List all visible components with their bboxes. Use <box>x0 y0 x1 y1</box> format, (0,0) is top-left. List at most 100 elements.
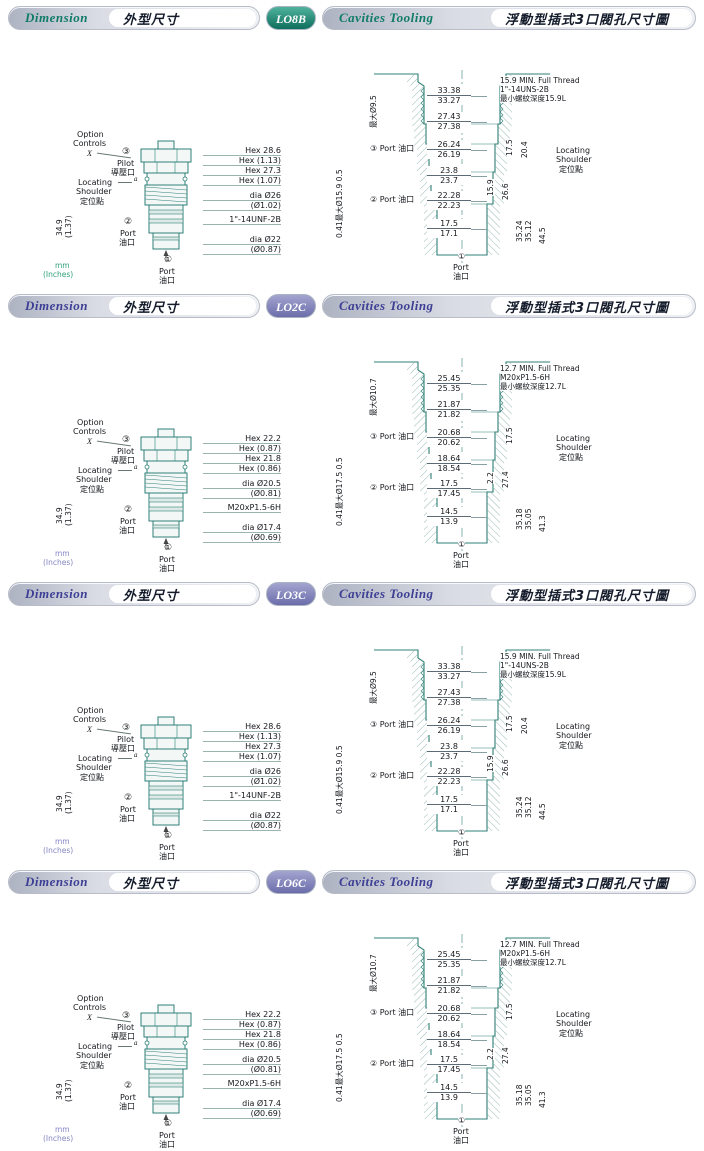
dia-dim-mm: dia Ø26 <box>203 191 281 201</box>
hex-dim-mm: Hex 22.2 <box>203 1010 281 1020</box>
units-mm-label: mm <box>55 261 70 270</box>
cavities-title-cn-pill: 浮動型插式3口閥孔尺寸圖 <box>491 297 692 316</box>
depth-dim-3: 15.9 <box>486 179 495 196</box>
thread-spec-label: 1"-14UNF-2B <box>203 215 281 225</box>
dimension-header-bar: Dimension 外型尺寸 <box>8 870 260 894</box>
dimension-title-cn: 外型尺寸 <box>123 588 180 604</box>
option-controls-label-2: Controls <box>73 427 107 436</box>
overall-height-inch: (1.37) <box>64 791 73 814</box>
depth-pair-min: 35.12 <box>524 220 533 242</box>
hex2-dim-inch: Hex (0.86) <box>203 1040 281 1050</box>
bore-dia-max: 26.24 <box>427 140 471 150</box>
bore-dia-max: 33.38 <box>427 86 471 96</box>
port2-number: ② <box>124 505 133 515</box>
bore-dia-min: 20.62 <box>437 1014 461 1023</box>
cavity-port1-label: Port <box>453 551 469 560</box>
locating-shoulder-label-1: Locating <box>78 754 113 763</box>
section: Dimension 外型尺寸 LO6C Cavities Tooling 浮動型… <box>0 864 704 1151</box>
a-dimension-label: a <box>134 1039 138 1047</box>
bore-dia-min: 21.82 <box>437 410 461 419</box>
side-tolerance-note: 0.41最大Ø15.9 0.5 <box>335 169 344 238</box>
locating-shoulder-label-cn: 定位點 <box>80 485 104 494</box>
bore-dia-max: 25.45 <box>427 374 471 384</box>
locating-shoulder-label-cn: 定位點 <box>80 1061 104 1070</box>
thread-note-line3: 最小螺紋深度12.7L <box>500 958 566 967</box>
dimension-title: Dimension <box>25 874 89 889</box>
bore-dia-max: 22.28 <box>427 191 471 201</box>
dia-dim-mm: dia Ø20.5 <box>203 1055 281 1065</box>
bore-dia-min: 33.27 <box>437 672 461 681</box>
model-code-badge: LO6C <box>266 870 316 894</box>
dia-dim-inch: (Ø0.81) <box>203 489 281 499</box>
bore-dia-pair-4: 18.64 18.54 <box>427 454 487 473</box>
cavities-header-bar: Cavities Tooling 浮動型插式3口閥孔尺寸圖 <box>322 582 696 606</box>
bore-dia-pair-6: 14.5 13.9 <box>427 1083 487 1102</box>
option-controls-label-1: Option <box>77 418 104 427</box>
bore-dia-max: 22.28 <box>427 767 471 777</box>
port1-number: ① <box>164 543 173 553</box>
cavities-title: Cavities Tooling <box>339 298 434 313</box>
thread-note-line3: 最小螺紋深度15.9L <box>500 670 566 679</box>
leader-line <box>118 182 132 183</box>
port2-label-cn: 油口 <box>119 814 135 823</box>
max-diameter-note: 最大Ø9.5 <box>369 671 378 704</box>
units-mm-label: mm <box>55 1125 70 1134</box>
cavity-port1-number: ① <box>458 252 466 261</box>
bore-dia-pair-3: 26.24 26.19 <box>427 140 487 159</box>
option-controls-label-1: Option <box>77 130 104 139</box>
bore-dia-max: 23.8 <box>427 742 471 752</box>
bore-dia-pair-6: 17.5 17.1 <box>427 795 487 814</box>
overall-height-mm: 34.9 <box>55 795 64 812</box>
dia-dim-mm: dia Ø26 <box>203 767 281 777</box>
thread-note-line3: 最小螺紋深度15.9L <box>500 94 566 103</box>
bore-dia-min: 18.54 <box>437 1040 461 1049</box>
port2-label: Port <box>120 517 136 526</box>
depth-dim-2: 20.4 <box>520 717 529 734</box>
bore-dia-max: 27.43 <box>427 112 471 122</box>
option-x-label: X <box>87 437 92 446</box>
cavities-title-cn-pill: 浮動型插式3口閥孔尺寸圖 <box>491 873 692 892</box>
total-depth-dim: 41.3 <box>538 515 547 532</box>
cavities-header-bar: Cavities Tooling 浮動型插式3口閥孔尺寸圖 <box>322 870 696 894</box>
valve-outline-drawing <box>140 1004 192 1126</box>
hex2-dim-mm: Hex 21.8 <box>203 1030 281 1040</box>
depth-dim-4: 26.6 <box>501 183 510 200</box>
side-tolerance-note: 0.41最大Ø15.9 0.5 <box>335 745 344 814</box>
port1-label-cn: 油口 <box>159 1140 175 1149</box>
nose-dia-mm: dia Ø17.4 <box>203 1099 281 1109</box>
pilot-port-label: Pilot <box>117 159 135 168</box>
hex2-dim-inch: Hex (0.86) <box>203 464 281 474</box>
cavity-locating-label-1: Locating <box>556 434 591 443</box>
cavity-port1-label-cn: 油口 <box>453 272 469 281</box>
port1-label: Port <box>159 1131 175 1140</box>
bore-dia-pair-2: 27.43 27.38 <box>427 112 487 131</box>
bore-dia-pair-5: 22.28 22.23 <box>427 767 487 786</box>
port1-label: Port <box>159 555 175 564</box>
locating-shoulder-label-2: Shoulder <box>76 475 112 484</box>
hex2-dim-mm: Hex 27.3 <box>203 742 281 752</box>
cavity-port1-label: Port <box>453 263 469 272</box>
depth-dim-1: 17.5 <box>505 139 514 156</box>
thread-note-line1: 12.7 MIN. Full Thread <box>500 364 580 373</box>
depth-pair-max: 35.24 <box>515 796 524 818</box>
section: Dimension 外型尺寸 LO3C Cavities Tooling 浮動型… <box>0 576 704 864</box>
cavity-port3-label: ③ Port 油口 <box>370 720 415 729</box>
port1-number: ① <box>164 255 173 265</box>
hex-dim-mm: Hex 28.6 <box>203 722 281 732</box>
port2-label: Port <box>120 229 136 238</box>
cavity-port2-label: ② Port 油口 <box>370 771 415 780</box>
bore-dia-pair-2: 21.87 21.82 <box>427 976 487 995</box>
bore-dia-pair-3: 20.68 20.62 <box>427 1004 487 1023</box>
valve-outline-drawing <box>140 716 192 838</box>
bore-dia-max: 25.45 <box>427 950 471 960</box>
overall-height-mm: 34.9 <box>55 219 64 236</box>
bore-dia-max: 26.24 <box>427 716 471 726</box>
pilot-port-label: Pilot <box>117 735 135 744</box>
cavity-locating-label-2: Shoulder <box>556 443 592 452</box>
locating-shoulder-label-1: Locating <box>78 466 113 475</box>
hex2-dim-mm: Hex 27.3 <box>203 166 281 176</box>
bore-dia-pair-3: 26.24 26.19 <box>427 716 487 735</box>
a-dimension-label: a <box>134 175 138 183</box>
nose-dia-inch: (Ø0.87) <box>203 821 281 831</box>
bore-dia-min: 21.82 <box>437 986 461 995</box>
